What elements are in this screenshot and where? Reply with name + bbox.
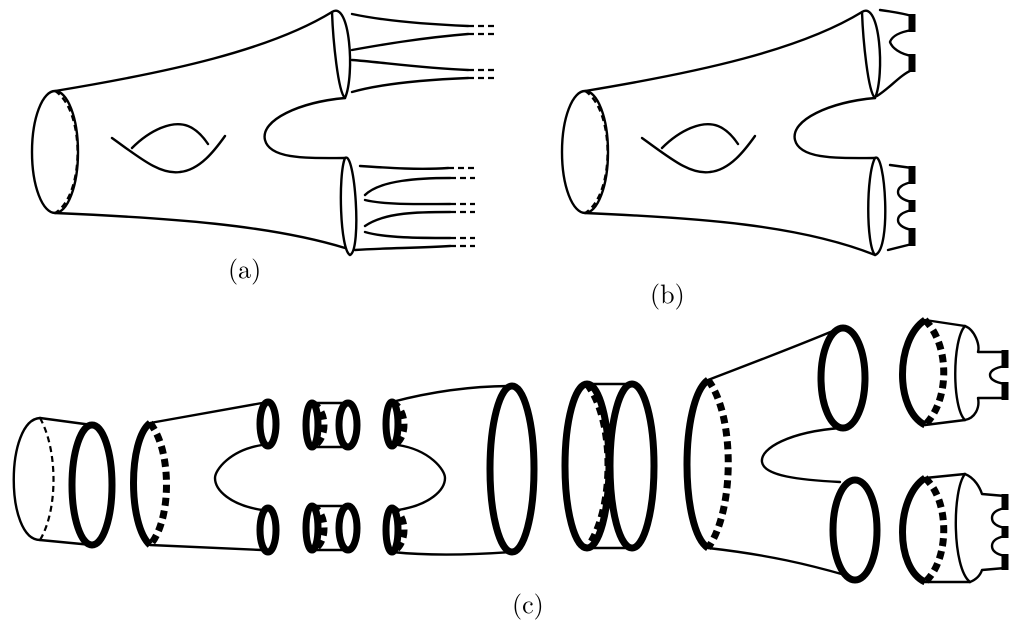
a-upper-end-1: [468, 26, 495, 78]
label-c: (c): [512, 584, 544, 621]
a-bottom-edge: [55, 213, 345, 248]
a-lower-tube-3: [365, 200, 450, 204]
a-upper-tube-1: [352, 14, 468, 26]
a-handle-lower: [112, 136, 225, 172]
c-wide-cylinder: [565, 384, 654, 548]
c-caps: [903, 320, 1006, 582]
panel-a: (a): [32, 11, 495, 286]
a-top-edge: [55, 12, 332, 91]
label-a: (a): [228, 249, 261, 286]
a-upper-tube-3: [352, 60, 468, 70]
b-upper-collar: [862, 11, 880, 98]
a-lower-tube-1: [360, 166, 448, 169]
b-boundary-back: [585, 91, 608, 213]
a-lower-tube-6: [355, 246, 450, 250]
c-pants-3: [687, 328, 877, 580]
b-lower-collar: [868, 158, 885, 255]
a-upper-tube-4: [352, 78, 468, 92]
c-disk-cylinder: [14, 418, 112, 545]
b-top-edge: [585, 12, 862, 91]
a-upper-tube-2: [352, 34, 468, 50]
b-handle-lower: [642, 136, 755, 172]
a-lower-tube-4: [365, 212, 450, 226]
b-boundary-circle: [562, 91, 608, 213]
c-pants-2: [386, 386, 534, 555]
a-lower-collar: [341, 158, 356, 255]
a-lower-tube-2: [365, 178, 450, 195]
b-middle-curve: [795, 98, 875, 158]
panel-c: (c): [14, 320, 1005, 621]
a-middle-curve: [265, 98, 345, 158]
a-upper-collar: [332, 11, 350, 98]
a-handle-upper: [132, 124, 208, 148]
b-handle-upper: [662, 124, 738, 148]
a-boundary-circle: [32, 91, 78, 213]
a-lower-tube-5: [365, 232, 450, 238]
label-b: (b): [650, 274, 685, 311]
c-small-cylinders: [306, 403, 357, 550]
a-boundary-back: [55, 91, 78, 213]
b-bottom-edge: [585, 213, 875, 255]
b-upper-cap: [877, 10, 912, 96]
c-pants-1: [134, 402, 277, 552]
b-lower-cap: [888, 165, 912, 250]
a-lower-ends: [448, 168, 475, 246]
panel-b: (b): [562, 10, 912, 311]
